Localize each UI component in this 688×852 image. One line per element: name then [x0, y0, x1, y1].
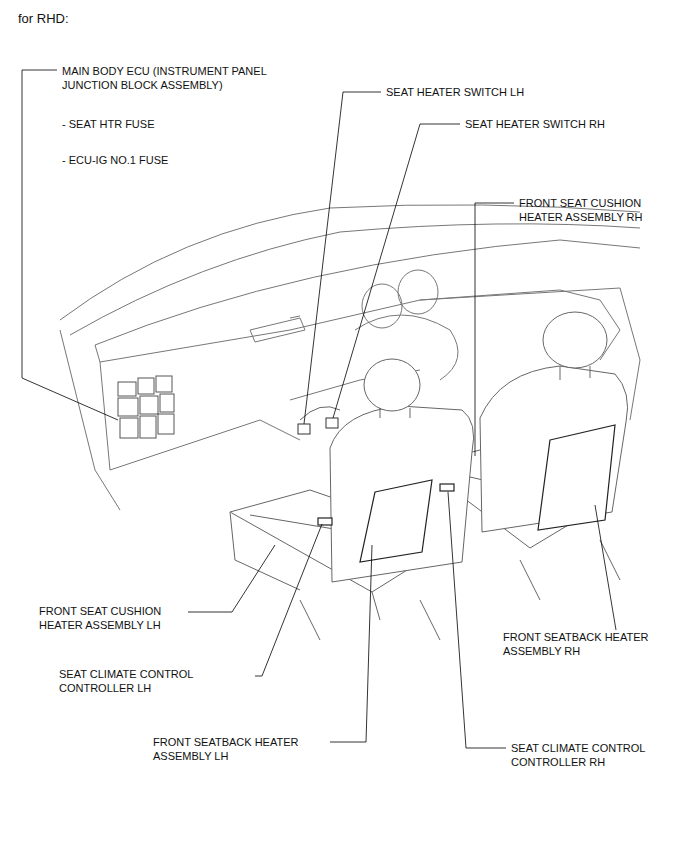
part-label: SEAT HEATER SWITCH RH: [465, 117, 680, 131]
part-label: SEAT HEATER SWITCH LH: [386, 85, 636, 99]
part-label: SEAT CLIMATE CONTROL CONTROLLER LH: [59, 667, 221, 695]
part-label: MAIN BODY ECU (INSTRUMENT PANEL JUNCTION…: [62, 64, 312, 92]
part-label: FRONT SEATBACK HEATER ASSEMBLY LH: [153, 735, 331, 763]
part-label: - ECU-IG NO.1 FUSE: [62, 153, 262, 167]
figure-title: for RHD:: [18, 11, 69, 27]
switches: [298, 418, 338, 434]
part-label: SEAT CLIMATE CONTROL CONTROLLER RH: [511, 741, 673, 769]
fuse-block: [118, 376, 174, 438]
part-label: FRONT SEATBACK HEATER ASSEMBLY RH: [503, 630, 681, 658]
seats: [230, 312, 628, 640]
part-label: FRONT SEAT CUSHION HEATER ASSEMBLY LH: [39, 604, 179, 632]
heater-elements: [318, 425, 615, 562]
part-label: FRONT SEAT CUSHION HEATER ASSEMBLY RH: [519, 196, 659, 224]
part-label: - SEAT HTR FUSE: [62, 117, 262, 131]
